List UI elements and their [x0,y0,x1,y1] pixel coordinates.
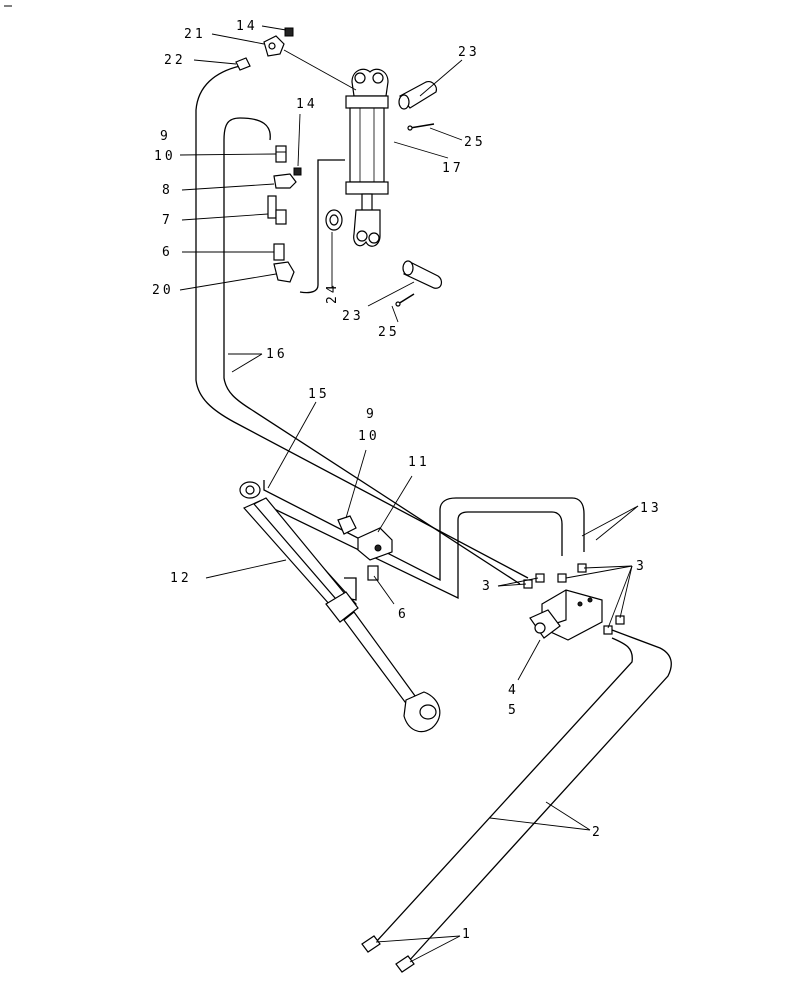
callout-17: 17 [442,161,464,176]
block-11 [357,527,393,561]
callout-6-lower: 6 [398,607,409,622]
callout-24: 24 [325,282,340,304]
callout-6-upper: 6 [162,245,173,260]
cotter-pin-25-lower [395,293,415,307]
hose-17-to-20 [299,159,345,294]
cylinder-17 [345,68,389,247]
cotter-pin-25-upper [407,123,435,131]
callout-25-upper: 25 [464,135,486,150]
callout-14-mid: 14 [296,97,318,112]
adapter-6-lower [367,565,379,581]
fitting-14-mid [293,167,302,176]
hose-16-inner [223,117,521,585]
hose-2-b [375,637,633,943]
elbow-20 [273,261,295,283]
leader-lines [179,25,639,963]
valve-7 [267,195,287,225]
callout-5: 5 [508,703,519,718]
hoses [195,65,672,963]
callout-12: 12 [170,571,192,586]
hose-2-a [407,629,672,963]
callout-3-right: 3 [636,559,647,574]
callout-9-upper: 9 [160,129,171,144]
callout-16: 16 [266,347,288,362]
callout-2: 2 [592,825,603,840]
callout-25-lower: 25 [378,325,400,340]
callout-23-upper: 23 [458,45,480,60]
adapter-6-upper [273,243,285,261]
washer-24 [325,209,343,231]
callout-10-upper: 10 [154,149,176,164]
hose-16-outer [195,65,529,579]
cylinder-12 [239,481,441,733]
callout-14-top: 14 [236,19,258,34]
coupler-1-b [395,955,415,973]
callout-9-lower: 9 [366,407,377,422]
callout-11: 11 [408,455,430,470]
callout-22: 22 [164,53,186,68]
fitting-22 [235,57,251,71]
callout-3-left: 3 [482,579,493,594]
fitting-9-10-lower [337,515,357,535]
hose-15 [263,480,585,582]
elbow-21 [263,35,285,57]
callout-1: 1 [462,927,473,942]
callout-20: 20 [152,283,174,298]
tee-8 [273,173,297,189]
coupler-1-a [361,935,381,953]
fitting-14-top [284,27,294,37]
callout-13: 13 [640,501,662,516]
callout-labels: 14 21 22 23 14 9 10 25 17 8 7 6 20 24 23… [152,19,662,942]
callout-23-lower: 23 [342,309,364,324]
callout-10-lower: 10 [358,429,380,444]
fitting-3-e [603,625,613,635]
callout-7: 7 [162,213,173,228]
hose-15-inner [261,499,563,600]
valve-4-5 [529,589,603,641]
callout-8: 8 [162,183,173,198]
fitting-3-c [557,573,567,583]
fitting-9-10-upper [275,145,287,163]
pin-23-lower [402,260,443,289]
callout-21: 21 [184,27,206,42]
callout-4: 4 [508,683,519,698]
pin-23-upper [398,81,437,110]
callout-15: 15 [308,387,330,402]
